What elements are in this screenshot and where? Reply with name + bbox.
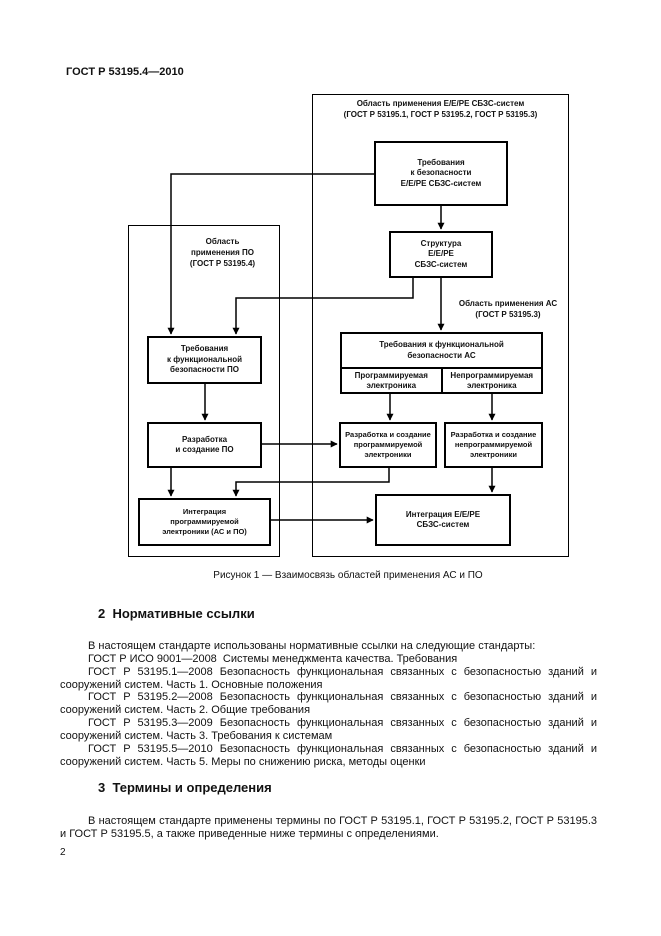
reference-line: сооружений систем. Часть 2. Общие требов… <box>60 704 311 716</box>
cell-programmable-electronics: Программируемая электроника <box>342 369 443 392</box>
box-integration-programmable: Интеграция программируемой электроники (… <box>138 498 271 546</box>
reference-line: сооружений систем. Часть 3. Требования к… <box>60 730 333 742</box>
box-structure: Структура Е/Е/РЕ СБЗС-систем <box>389 231 493 278</box>
box-develop-po: Разработка и создание ПО <box>147 422 262 468</box>
terms-line: В настоящем стандарте применены термины … <box>88 815 597 827</box>
reference-line: сооружений систем. Часть 1. Основные пол… <box>60 679 323 691</box>
page-number: 2 <box>60 847 66 858</box>
references-intro-line: В настоящем стандарте использованы норма… <box>88 640 536 652</box>
section-2-heading: 2 Нормативные ссылки <box>98 606 255 621</box>
scope-label-as: Область применения АС (ГОСТ Р 53195.3) <box>458 299 558 319</box>
box-integration-eepe: Интеграция Е/Е/РЕ СБЗС-систем <box>375 494 511 546</box>
scope-label-po: Область применения ПО (ГОСТ Р 53195.4) <box>189 237 256 268</box>
reference-line: ГОСТ Р 53195.1—2008 Безопасность функцио… <box>88 666 597 678</box>
table-header-func-safety-as: Требования к функциональной безопасности… <box>342 334 541 369</box>
reference-line: ГОСТ Р ИСО 9001—2008 Системы менеджмента… <box>88 653 458 665</box>
reference-line: ГОСТ Р 53195.2—2008 Безопасность функцио… <box>88 691 597 703</box>
box-develop-programmable: Разработка и создание программируемой эл… <box>339 422 437 468</box>
terms-line: и ГОСТ Р 53195.5, а также приведенные ни… <box>60 828 439 840</box>
box-safety-requirements: Требования к безопасности Е/Е/РЕ СБЗС-си… <box>374 141 508 206</box>
reference-line: сооружений систем. Часть 5. Меры по сниж… <box>60 756 426 768</box>
table-func-safety-as: Требования к функциональной безопасности… <box>340 332 543 394</box>
box-develop-nonprogrammable: Разработка и создание непрограммируемой … <box>444 422 543 468</box>
section-3-heading: 3 Термины и определения <box>98 780 272 795</box>
figure-caption: Рисунок 1 — Взаимосвязь областей примене… <box>213 570 483 581</box>
scope-label-eepe: Область применения Е/Е/РЕ СБЗС-систем (Г… <box>343 99 538 119</box>
table-row-electronics: Программируемая электроника Непрограммир… <box>342 369 541 392</box>
cell-nonprogrammable-electronics: Непрограммируемая электроника <box>450 370 534 390</box>
standard-number-header: ГОСТ Р 53195.4—2010 <box>66 66 184 78</box>
box-func-safety-po: Требования к функциональной безопасности… <box>147 336 262 384</box>
reference-line: ГОСТ Р 53195.5—2010 Безопасность функцио… <box>88 743 597 755</box>
reference-line: ГОСТ Р 53195.3—2009 Безопасность функцио… <box>88 717 597 729</box>
